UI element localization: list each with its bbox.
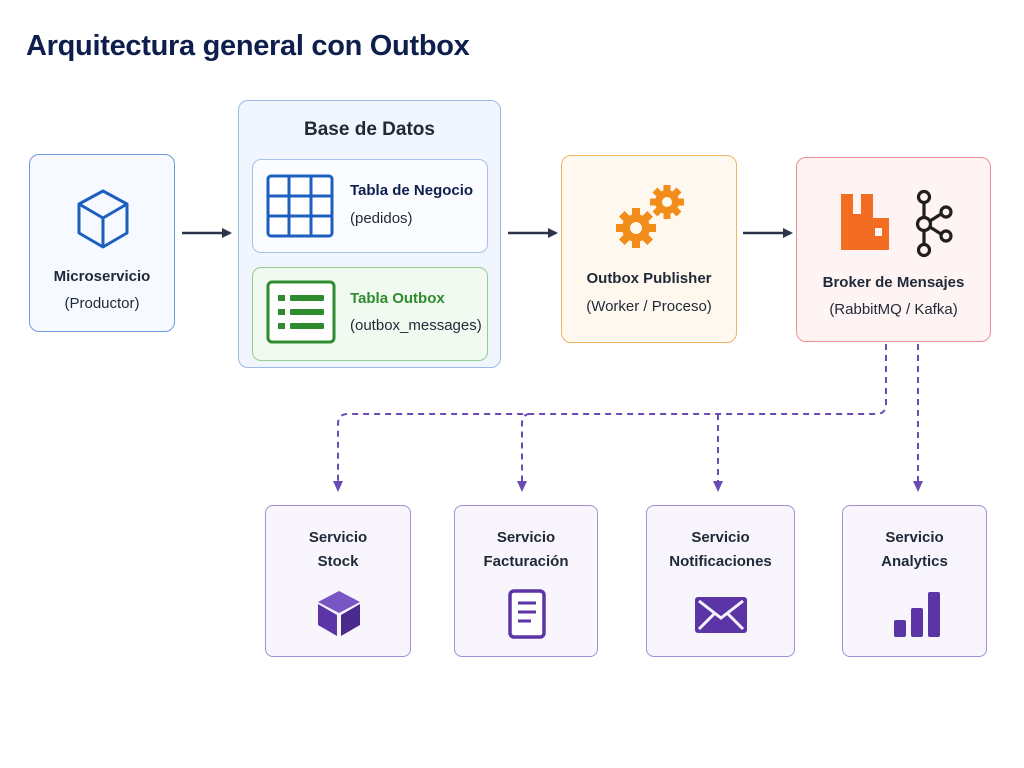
service-notificaciones-name: Notificaciones (669, 553, 772, 570)
outbox-table-card: Tabla Outbox (outbox_messages) (252, 267, 488, 361)
microservice-box: Microservicio (Productor) (29, 154, 175, 332)
service-facturacion-box: Servicio Facturación (454, 505, 598, 657)
database-group: Base de Datos Tabla de Negocio (pedidos)… (238, 100, 501, 368)
microservice-label: Microservicio (53, 268, 151, 285)
dashed-bus (333, 344, 887, 492)
dashed-arrow-facturacion (517, 413, 531, 492)
document-icon (508, 589, 546, 639)
service-notificaciones-label: Servicio (691, 529, 750, 546)
service-analytics-box: Servicio Analytics (842, 505, 987, 657)
outbox-table-name: Tabla Outbox (350, 290, 445, 307)
service-stock-name: Stock (317, 553, 359, 570)
list-icon (266, 280, 336, 344)
publisher-label: Outbox Publisher (586, 270, 712, 287)
business-table-card: Tabla de Negocio (pedidos) (252, 159, 488, 253)
gears-icon (616, 185, 684, 248)
bar-chart-icon (894, 592, 940, 637)
broker-box: Broker de Mensajes (RabbitMQ / Kafka) (796, 157, 991, 342)
service-facturacion-name: Facturación (483, 553, 569, 570)
cube-icon (77, 189, 129, 249)
broker-sublabel: (RabbitMQ / Kafka) (829, 301, 958, 318)
database-title: Base de Datos (304, 119, 435, 140)
table-grid-icon (266, 174, 334, 238)
service-stock-box: Servicio Stock (265, 505, 411, 657)
box-icon (318, 591, 360, 636)
service-notificaciones-box: Servicio Notificaciones (646, 505, 795, 657)
broker-label: Broker de Mensajes (822, 274, 965, 291)
service-analytics-name: Analytics (881, 553, 948, 570)
microservice-sublabel: (Productor) (64, 295, 140, 312)
mail-icon (695, 597, 747, 633)
outbox-table-detail: (outbox_messages) (350, 317, 482, 334)
outbox-publisher-box: Outbox Publisher (Worker / Proceso) (561, 155, 737, 343)
diagram-title: Arquitectura general con Outbox (26, 30, 470, 62)
publisher-sublabel: (Worker / Proceso) (586, 298, 712, 315)
service-analytics-label: Servicio (885, 529, 944, 546)
service-facturacion-label: Servicio (496, 529, 556, 546)
service-stock-label: Servicio (308, 529, 368, 546)
business-table-detail: (pedidos) (350, 210, 413, 227)
business-table-name: Tabla de Negocio (350, 182, 474, 199)
kafka-icon (915, 189, 953, 258)
rabbitmq-icon (841, 194, 889, 250)
